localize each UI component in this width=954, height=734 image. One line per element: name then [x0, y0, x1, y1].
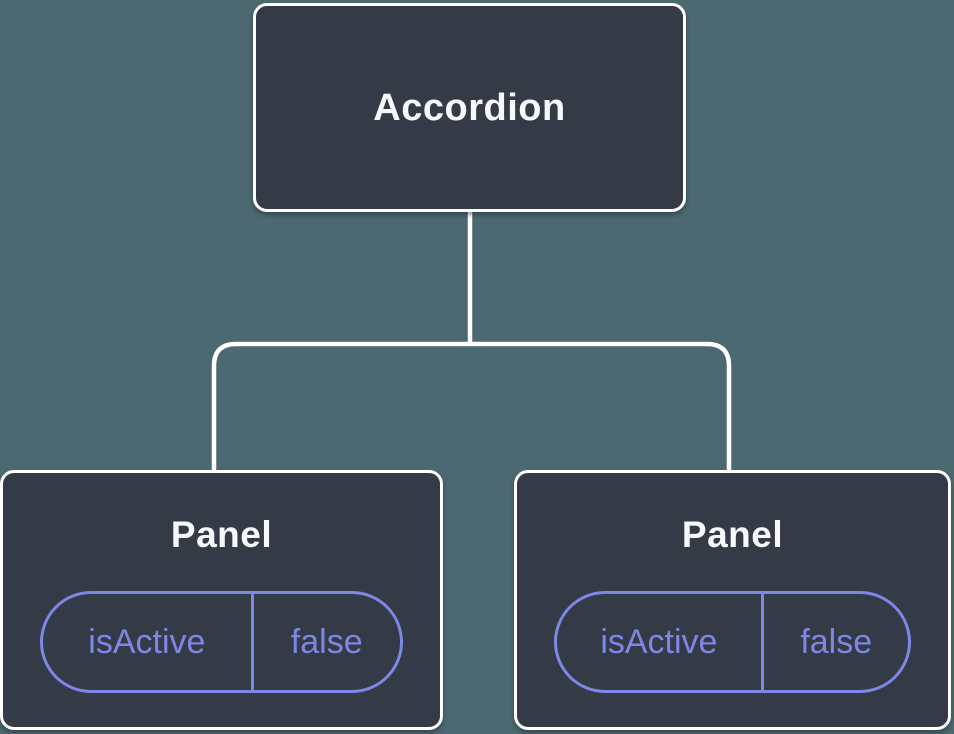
prop-value: false: [290, 622, 363, 661]
prop-badge: isActive false: [40, 591, 403, 693]
prop-name: isActive: [557, 594, 765, 690]
node-label: Panel: [170, 514, 273, 555]
tree-node-accordion: Accordion: [253, 3, 686, 212]
prop-badge: isActive false: [553, 591, 912, 693]
connector-bracket: [211, 341, 732, 470]
node-label: Accordion: [373, 86, 566, 129]
node-label: Panel: [681, 514, 784, 555]
prop-value: false: [800, 622, 873, 661]
prop-name: isActive: [43, 594, 254, 690]
tree-node-panel-right: Panel isActive false: [514, 470, 951, 730]
tree-node-panel-left: Panel isActive false: [0, 470, 443, 730]
